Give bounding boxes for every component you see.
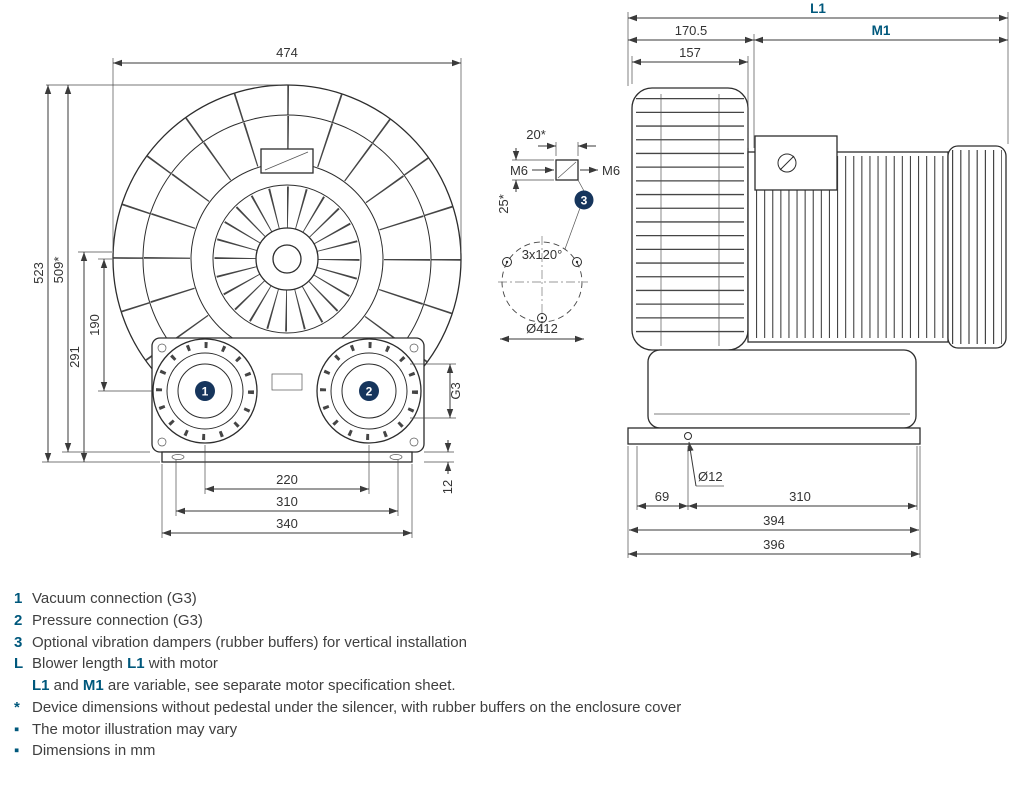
legend-key: L [14,655,24,673]
legend-text: Blower length L1 with motor [32,653,218,675]
dim-label-412: Ø412 [526,321,558,336]
legend-item-2: 2 Pressure connection (G3) [14,610,1024,632]
legend-text: Pressure connection (G3) [32,611,203,629]
dim-label-g3: G3 [448,382,463,399]
callout-1-badge: 1 [195,381,215,401]
dim-label-509: 509* [51,257,66,284]
legend-key: * [14,698,20,716]
dim-label-69: 69 [655,489,669,504]
dim-label-340: 340 [276,516,298,531]
legend-text-part: and [49,677,83,694]
rubber-buffer [555,159,579,181]
legend-text-part: Blower length [32,655,128,673]
base-pedestal [161,451,413,463]
callout-3-number: 3 [581,194,588,208]
side-view: L1 170.5 M1 157 Ø12 69 310 394 [627,1,1009,558]
dim-label-474: 474 [276,45,298,60]
front-view: 474 523 509* 291 190 220 310 [31,45,463,538]
dim-label-396: 396 [763,537,785,552]
legend-key [14,675,32,697]
bolt-pattern-label: 3x120° [522,247,563,262]
dim-label-l1: L1 [810,1,826,16]
callout-3-badge: 3 [564,179,594,250]
legend-text: Vacuum connection (G3) [32,590,197,607]
motor [747,135,1007,349]
legend-text: Device dimensions without pedestal under… [32,698,682,716]
bolt-icon [572,257,582,267]
legend-highlight-l1: L1 [127,655,145,673]
dim-label-310-side: 310 [789,489,811,504]
legend-item-5: L1 and M1 are variable, see separate mot… [14,675,1024,697]
dim-label-170: 170.5 [675,23,708,38]
dim-label-523: 523 [31,262,46,284]
bolt-icon [502,257,512,267]
screw-icon [777,153,797,173]
side-dimensions: L1 170.5 M1 157 Ø12 69 310 394 [627,1,1009,558]
lower-housing [647,349,917,429]
legend-text-part: are variable, see separate motor specifi… [103,677,456,694]
legend-item-1: 1 Vacuum connection (G3) [14,588,1024,610]
dim-label-190: 190 [87,314,102,336]
legend-item-6: * Device dimensions without pedestal und… [14,697,1024,719]
dim-label-20: 20* [526,127,546,142]
dim-label-o12: Ø12 [698,469,723,484]
legend-text: Optional vibration dampers (rubber buffe… [32,633,467,651]
technical-drawing: 474 523 509* 291 190 220 310 [31,1,1009,558]
bolt-circle: 3x120° Ø412 [498,236,588,343]
base-plate [627,427,921,445]
legend-text: The motor illustration may vary [32,720,238,738]
detail-view: 20* M6 M6 25* 3 3x120° Ø412 [496,127,620,343]
dim-label-220: 220 [276,472,298,487]
mounting-hole [684,432,692,440]
legend-text-part: with motor [144,655,218,673]
callout-2-number: 2 [366,385,373,399]
bolt-icon [537,313,547,323]
legend-highlight-m1: M1 [82,677,104,694]
legend-text: L1 and M1 are variable, see separate mot… [32,675,456,697]
silencer-stack [631,87,749,351]
nameplate [260,148,314,174]
legend-key: 1 [14,590,23,607]
thread-label-m6-right: M6 [602,163,620,178]
bullet-icon: ▪ [14,742,20,760]
dim-label-25: 25* [496,194,511,214]
dim-label-394: 394 [763,513,785,528]
legend-key: 3 [14,633,23,651]
legend-item-7: ▪ The motor illustration may vary [14,719,1024,741]
legend-key: 2 [14,611,23,629]
legend-highlight-l1: L1 [32,677,50,694]
dim-label-310-front: 310 [276,494,298,509]
bullet-icon: ▪ [14,720,20,738]
front-dimensions: 474 523 509* 291 190 220 310 [31,45,463,538]
thread-label-m6-left: M6 [510,163,528,178]
callout-2-badge: 2 [359,381,379,401]
dim-label-12: 12 [440,480,455,494]
legend: 1 Vacuum connection (G3) 2 Pressure conn… [14,588,1024,762]
dim-label-157: 157 [679,45,701,60]
dim-label-291: 291 [67,346,82,368]
callout-1-number: 1 [202,385,209,399]
legend-item-4: L Blower length L1 with motor [14,653,1024,675]
legend-item-3: 3 Optional vibration dampers (rubber buf… [14,632,1024,654]
dim-label-m1: M1 [872,23,891,38]
legend-text: Dimensions in mm [32,742,156,760]
legend-item-8: ▪ Dimensions in mm [14,740,1024,762]
